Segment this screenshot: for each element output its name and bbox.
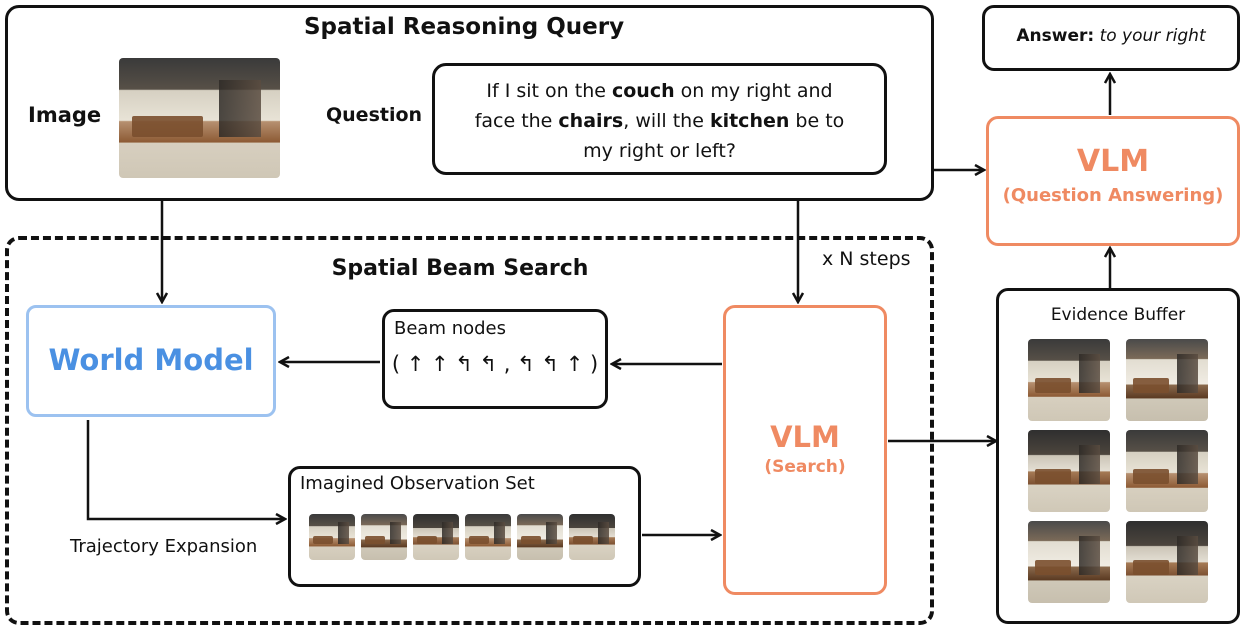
imagined-thumb-2 bbox=[361, 514, 407, 560]
beam-nodes-sequence: ( ↑ ↑ ↰ ↰ , ↰ ↰ ↑ ) bbox=[391, 352, 599, 376]
query-image bbox=[119, 58, 280, 178]
answer-value: to your right bbox=[1099, 26, 1206, 46]
evidence-buffer-title: Evidence Buffer bbox=[1050, 305, 1186, 325]
imagined-thumb-5 bbox=[517, 514, 563, 560]
evidence-thumb-5 bbox=[1028, 521, 1110, 603]
vlm-search-subtitle: (Search) bbox=[764, 457, 846, 477]
vlm-search-title: VLM bbox=[770, 420, 840, 454]
imagined-thumb-1 bbox=[309, 514, 355, 560]
vlm-qa-title: VLM bbox=[1076, 144, 1150, 179]
trajectory-label: Trajectory Expansion bbox=[70, 536, 258, 557]
beam-nodes-label: Beam nodes bbox=[394, 318, 507, 339]
beam-search-title: Spatial Beam Search bbox=[331, 256, 589, 281]
vlm-search-box bbox=[723, 305, 887, 595]
imagined-thumb-3 bbox=[413, 514, 459, 560]
world-model-label: World Model bbox=[48, 343, 254, 377]
query-title: Spatial Reasoning Query bbox=[303, 14, 625, 40]
imagined-set-label: Imagined Observation Set bbox=[300, 473, 535, 494]
vlm-qa-box bbox=[986, 116, 1240, 246]
answer-label: Answer: bbox=[1016, 26, 1095, 46]
steps-label: x N steps bbox=[822, 248, 911, 270]
vlm-qa-subtitle: (Question Answering) bbox=[1002, 185, 1224, 206]
image-label: Image bbox=[28, 103, 102, 127]
world-model-box bbox=[26, 305, 276, 417]
evidence-thumb-6 bbox=[1126, 521, 1208, 603]
imagined-thumb-4 bbox=[465, 514, 511, 560]
answer-box bbox=[982, 5, 1240, 71]
question-line-2: face the chairs, will the kitchen be to bbox=[474, 110, 845, 132]
question-text: If I sit on the couch on my right and fa… bbox=[436, 76, 883, 166]
question-label: Question bbox=[326, 104, 423, 126]
evidence-thumb-1 bbox=[1028, 339, 1110, 421]
evidence-thumb-2 bbox=[1126, 339, 1208, 421]
beam-nodes-box bbox=[382, 309, 608, 409]
question-box bbox=[432, 63, 887, 175]
evidence-thumb-3 bbox=[1028, 430, 1110, 512]
imagined-thumb-6 bbox=[569, 514, 615, 560]
question-line-1: If I sit on the couch on my right and bbox=[486, 80, 833, 102]
answer-text: Answer: to your right bbox=[986, 26, 1236, 46]
evidence-thumb-4 bbox=[1126, 430, 1208, 512]
arrow-world-model-to-imagined-set bbox=[86, 420, 285, 519]
beam-search-box bbox=[5, 236, 934, 625]
question-line-3: my right or left? bbox=[583, 140, 736, 162]
